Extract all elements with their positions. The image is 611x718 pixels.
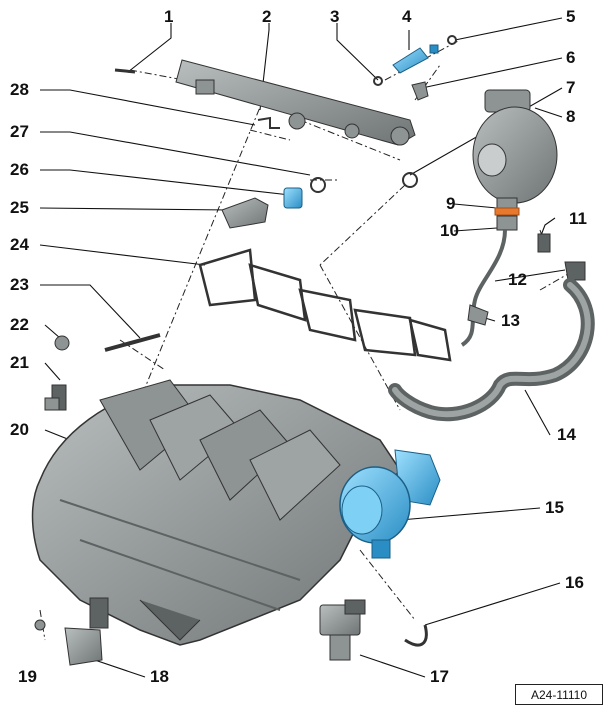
fuel-pump xyxy=(472,89,558,231)
pump-bolts xyxy=(537,233,586,281)
solenoid-valve xyxy=(319,599,366,661)
intake-manifold xyxy=(31,379,401,646)
callout-3: 3 xyxy=(330,7,340,26)
callout-17: 17 xyxy=(430,667,449,686)
callout-26: 26 xyxy=(10,160,29,179)
callout-10: 10 xyxy=(440,221,459,240)
fuel-line xyxy=(460,229,507,347)
throttle-body xyxy=(339,449,441,559)
pressure-sensor xyxy=(34,597,109,666)
fuel-rail xyxy=(175,59,416,146)
callout-13: 13 xyxy=(501,311,520,330)
callout-20: 20 xyxy=(10,420,29,439)
callout-7: 7 xyxy=(566,78,576,97)
callout-27: 27 xyxy=(10,122,29,141)
callout-11: 11 xyxy=(569,209,587,228)
callout-21: 21 xyxy=(10,353,29,372)
callout-19: 19 xyxy=(18,667,37,686)
callout-2: 2 xyxy=(262,7,272,26)
small-parts-left xyxy=(44,333,161,411)
callout-5: 5 xyxy=(566,7,576,26)
callout-23: 23 xyxy=(10,275,29,294)
callout-15: 15 xyxy=(545,498,564,517)
callout-22: 22 xyxy=(10,315,29,334)
reference-code-label: A24-11110 xyxy=(515,684,603,705)
callout-6: 6 xyxy=(566,48,576,67)
manifold-gasket xyxy=(198,248,452,362)
callout-4: 4 xyxy=(402,7,412,26)
callout-1: 1 xyxy=(164,7,174,26)
small-hose xyxy=(404,624,428,647)
callout-12: 12 xyxy=(508,270,527,289)
callout-14: 14 xyxy=(557,425,576,444)
callout-16: 16 xyxy=(565,573,584,592)
callout-25: 25 xyxy=(10,198,29,217)
callout-24: 24 xyxy=(10,235,29,254)
callout-18: 18 xyxy=(150,667,169,686)
callout-8: 8 xyxy=(566,107,576,126)
small-parts-top xyxy=(114,35,457,229)
callout-9: 9 xyxy=(446,194,456,213)
callout-28: 28 xyxy=(10,80,29,99)
